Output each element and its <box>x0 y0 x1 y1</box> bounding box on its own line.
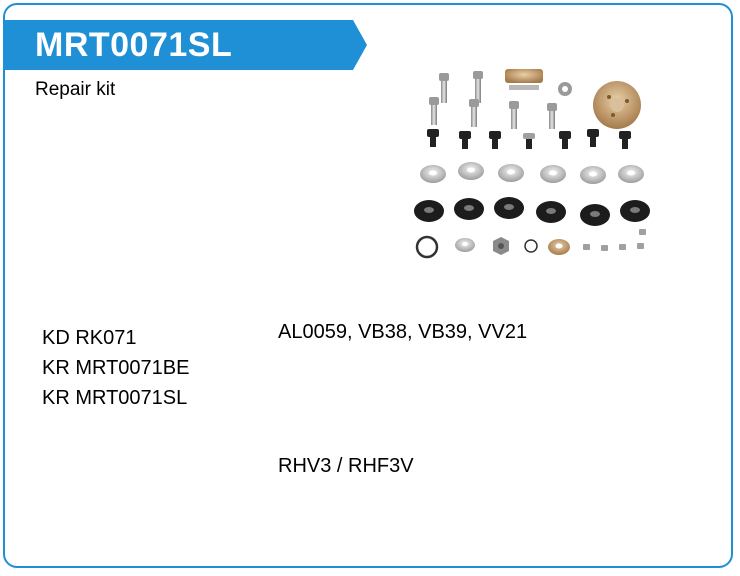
reference-item: KR MRT0071BE <box>42 357 190 379</box>
turbo-models: RHV3 / RHF3V <box>278 455 414 477</box>
banner-shape <box>5 20 367 70</box>
product-card: MRT0071SL Repair kit <box>3 3 733 568</box>
application-codes: AL0059, VB38, VB39, VV21 <box>278 321 528 343</box>
product-subtitle: Repair kit <box>35 79 116 100</box>
title-banner: MRT0071SL <box>5 20 367 70</box>
reference-item: KR MRT0071SL <box>42 387 188 409</box>
reference-list: KD RK071 KR MRT0071BE KR MRT0071SL <box>42 323 189 413</box>
part-number-title: MRT0071SL <box>35 26 233 64</box>
repair-kit-parts-icon <box>414 69 650 259</box>
reference-item: KD RK071 <box>42 327 137 349</box>
